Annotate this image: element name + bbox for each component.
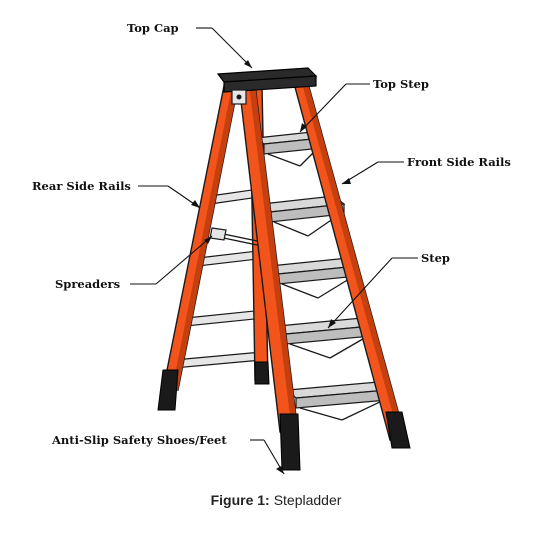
front-section — [237, 75, 411, 471]
caption-prefix: Figure 1: — [211, 492, 270, 508]
label-rear-side-rails: Rear Side Rails — [32, 179, 131, 193]
front-right-shoe — [385, 411, 411, 449]
top-cap — [216, 67, 318, 105]
label-step: Step — [421, 251, 450, 265]
front-steps — [254, 131, 390, 409]
label-spreaders: Spreaders — [55, 277, 120, 291]
leader-lines — [130, 27, 418, 475]
label-front-side-rails: Front Side Rails — [407, 155, 511, 169]
label-top-cap: Top Cap — [127, 21, 179, 35]
front-left-shoe — [279, 413, 301, 471]
caption-title: Stepladder — [274, 492, 342, 508]
label-top-step: Top Step — [373, 77, 429, 91]
label-shoes: Anti-Slip Safety Shoes/Feet — [51, 433, 227, 447]
arrowheads — [191, 60, 351, 474]
figure-caption: Figure 1:Stepladder — [211, 492, 342, 508]
spreader — [209, 227, 263, 247]
rear-left-shoe — [157, 369, 179, 411]
rear-right-shoe — [254, 361, 270, 385]
